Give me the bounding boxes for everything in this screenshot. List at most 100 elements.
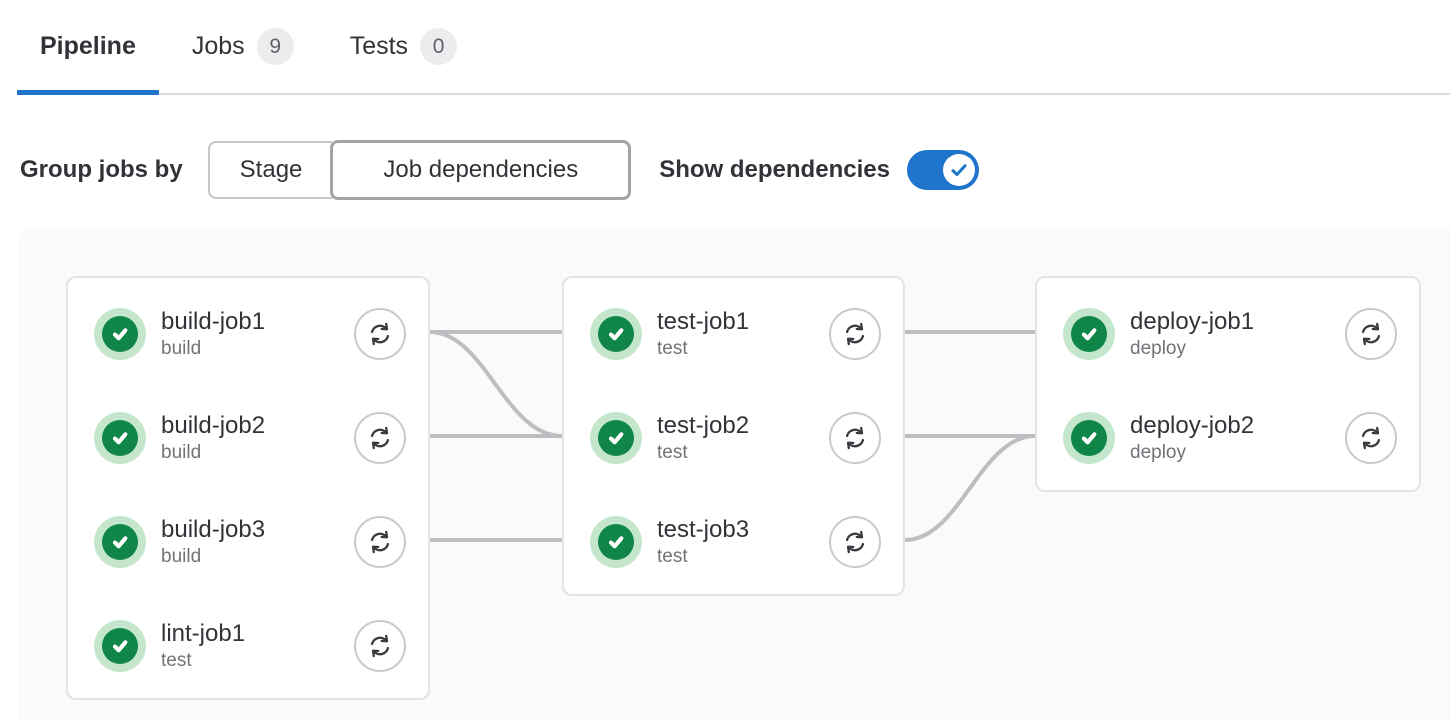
job-stage-label: test (657, 545, 688, 567)
pipeline-graph: build-job1 build build-job2 build (19, 227, 1450, 721)
job-row: test-job2 test (564, 386, 903, 490)
job-link[interactable]: test-job3 test (590, 516, 829, 568)
show-dependencies-toggle[interactable] (906, 150, 979, 190)
group-by-stage-button[interactable]: Stage (207, 141, 333, 199)
jobs-count-badge: 9 (256, 28, 294, 65)
check-icon (598, 316, 634, 352)
tab-tests[interactable]: Tests 0 (327, 0, 480, 93)
retry-job-button[interactable] (354, 516, 406, 568)
group-by-job-dependencies-button[interactable]: Job dependencies (330, 140, 632, 200)
retry-icon (1361, 426, 1381, 450)
job-stage-label: test (161, 649, 192, 671)
group-by-job-dependencies-label: Job dependencies (383, 156, 579, 183)
check-icon (1071, 420, 1107, 456)
dependency-link (903, 434, 1037, 542)
retry-job-button[interactable] (829, 308, 881, 360)
job-name: test-job2 (657, 412, 750, 440)
group-by-segmented-control: Stage Job dependencies (207, 140, 632, 200)
job-text: test-job2 test (657, 412, 749, 463)
job-text: build-job3 build (161, 516, 265, 567)
job-link[interactable]: lint-job1 test (94, 620, 354, 672)
job-link[interactable]: deploy-job1 deploy (1063, 308, 1345, 360)
job-name: build-job3 (161, 516, 266, 544)
job-stage-label: build (161, 441, 202, 463)
job-link[interactable]: build-job1 build (94, 308, 354, 360)
retry-icon (370, 530, 390, 554)
job-link[interactable]: build-job2 build (94, 412, 354, 464)
retry-icon (370, 322, 390, 346)
retry-job-button[interactable] (1345, 308, 1397, 360)
retry-job-button[interactable] (354, 308, 406, 360)
tab-tests-label: Tests (349, 32, 409, 60)
job-name: build-job1 (161, 308, 266, 336)
retry-job-button[interactable] (354, 620, 406, 672)
retry-icon (845, 530, 865, 554)
show-dependencies-label: Show dependencies (659, 156, 890, 183)
retry-icon (845, 426, 865, 450)
tab-jobs[interactable]: Jobs 9 (169, 0, 317, 93)
retry-job-button[interactable] (354, 412, 406, 464)
job-row: deploy-job1 deploy (1037, 282, 1419, 386)
pipeline-tabs: Pipeline Jobs 9 Tests 0 (17, 0, 1450, 95)
job-stage-label: deploy (1130, 441, 1186, 463)
toggle-knob (942, 154, 975, 186)
job-stage-label: deploy (1130, 337, 1186, 359)
retry-icon (370, 634, 390, 658)
job-name: test-job3 (657, 516, 750, 544)
job-link[interactable]: test-job2 test (590, 412, 829, 464)
job-stage-label: test (657, 337, 688, 359)
job-name: deploy-job2 (1130, 412, 1255, 440)
job-row: lint-job1 test (68, 594, 428, 698)
dependency-link (428, 330, 564, 438)
dependency-links-layer (428, 330, 1037, 542)
job-link[interactable]: deploy-job2 deploy (1063, 412, 1345, 464)
job-row: build-job2 build (68, 386, 428, 490)
job-name: build-job2 (161, 412, 266, 440)
check-icon (1071, 316, 1107, 352)
status-success-icon (590, 516, 642, 568)
status-success-icon (94, 412, 146, 464)
status-success-icon (94, 620, 146, 672)
retry-job-button[interactable] (1345, 412, 1397, 464)
check-icon (102, 420, 138, 456)
job-stage-label: build (161, 337, 202, 359)
job-name: deploy-job1 (1130, 308, 1255, 336)
check-icon (102, 628, 138, 664)
check-icon (598, 420, 634, 456)
retry-job-button[interactable] (829, 516, 881, 568)
group-jobs-by-label: Group jobs by (20, 156, 183, 183)
job-text: deploy-job1 deploy (1130, 308, 1254, 359)
retry-job-button[interactable] (829, 412, 881, 464)
status-success-icon (1063, 412, 1115, 464)
job-stage-label: build (161, 545, 202, 567)
job-group-card: build-job1 build build-job2 build (66, 276, 430, 700)
job-text: test-job3 test (657, 516, 749, 567)
tab-jobs-label: Jobs (191, 32, 245, 60)
status-success-icon (590, 308, 642, 360)
status-success-icon (590, 412, 642, 464)
job-row: test-job3 test (564, 490, 903, 594)
retry-icon (1361, 322, 1381, 346)
check-icon (951, 164, 967, 176)
job-group-card: test-job1 test test-job2 test (562, 276, 905, 596)
check-icon (102, 524, 138, 560)
group-by-stage-label: Stage (239, 156, 303, 183)
check-icon (102, 316, 138, 352)
job-group-card: deploy-job1 deploy deploy-job2 deploy (1035, 276, 1421, 492)
check-icon (598, 524, 634, 560)
job-row: build-job1 build (68, 282, 428, 386)
job-stage-label: test (657, 441, 688, 463)
job-row: build-job3 build (68, 490, 428, 594)
job-name: test-job1 (657, 308, 750, 336)
status-success-icon (94, 516, 146, 568)
tab-pipeline[interactable]: Pipeline (17, 0, 159, 95)
job-link[interactable]: test-job1 test (590, 308, 829, 360)
tab-pipeline-label: Pipeline (40, 32, 136, 60)
job-row: deploy-job2 deploy (1037, 386, 1419, 490)
status-success-icon (1063, 308, 1115, 360)
job-text: test-job1 test (657, 308, 749, 359)
status-success-icon (94, 308, 146, 360)
retry-icon (370, 426, 390, 450)
tests-count-badge: 0 (420, 28, 458, 65)
job-link[interactable]: build-job3 build (94, 516, 354, 568)
